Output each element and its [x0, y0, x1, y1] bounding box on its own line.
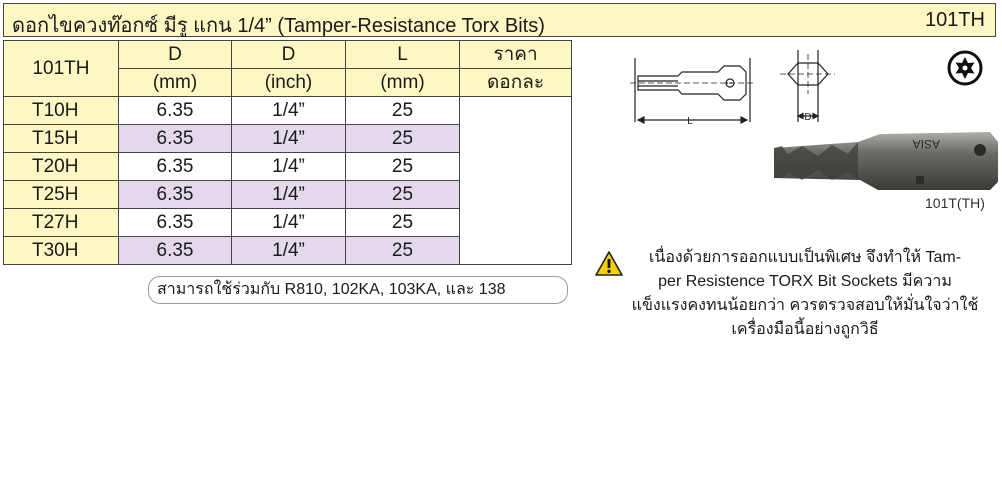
cell-model: T20H — [3, 152, 119, 181]
table-row: T27H 6.35 1/4” 25 — [3, 208, 572, 237]
warning-line: เครื่องมือนี้อย่างถูกวิธี — [731, 321, 879, 338]
spec-table: 101TH D D L ราคา (mm) (inch) (mm) ดอกละ … — [3, 40, 572, 265]
cell-d-mm: 6.35 — [118, 96, 232, 125]
torx-tamper-icon — [947, 50, 983, 86]
cell-model: T27H — [3, 208, 119, 237]
dimension-label-l: L — [687, 116, 693, 127]
cell-d-inch: 1/4” — [231, 236, 346, 265]
cell-d-inch: 1/4” — [231, 96, 346, 125]
cell-model: T15H — [3, 124, 119, 153]
dimension-label-d: D — [804, 112, 811, 123]
table-header-row-2: (mm) (inch) (mm) ดอกละ — [4, 68, 572, 97]
cell-l-mm: 25 — [345, 152, 460, 181]
table-row: T25H 6.35 1/4” 25 — [3, 180, 572, 209]
product-code: 101TH — [924, 9, 985, 31]
cell-d-mm: 6.35 — [118, 236, 232, 265]
bit-technical-drawing: L D — [630, 50, 983, 127]
table-row: T15H 6.35 1/4” 25 — [3, 124, 572, 153]
table-row: T20H 6.35 1/4” 25 — [3, 152, 572, 181]
column-unit-price: ดอกละ — [459, 68, 572, 97]
warning-icon — [595, 251, 623, 276]
cell-d-mm: 6.35 — [118, 152, 232, 181]
table-header-row-1: 101TH D D L ราคา — [3, 40, 572, 97]
cell-l-mm: 25 — [345, 124, 460, 153]
cell-l-mm: 25 — [345, 208, 460, 237]
table-row: T10H 6.35 1/4” 25 — [3, 96, 572, 265]
bit-end-view — [780, 50, 835, 122]
page-title: ดอกไขควงท๊อกซ์ มีรู แกน 1/4” (Tamper-Res… — [12, 15, 545, 37]
cell-model: T25H — [3, 180, 119, 209]
title-bar: ดอกไขควงท๊อกซ์ มีรู แกน 1/4” (Tamper-Res… — [3, 3, 996, 37]
column-header-d-inch: D — [231, 40, 346, 69]
photo-caption: 101T(TH) — [925, 195, 985, 211]
warning-line: per Resistence TORX Bit Sockets มีความ — [658, 273, 952, 290]
compatibility-note: สามารถใช้ร่วมกับ R810, 102KA, 103KA, และ… — [148, 276, 568, 304]
photo-brand-engraving: ASIA — [913, 137, 940, 151]
column-unit-l-mm: (mm) — [345, 68, 460, 97]
cell-d-inch: 1/4” — [231, 124, 346, 153]
cell-d-inch: 1/4” — [231, 208, 346, 237]
warning-line: แข็งแรงคงทนน้อยกว่า ควรตรวจสอบให้มั่นใจว… — [631, 297, 979, 314]
warning-line: เนื่องด้วยการออกแบบเป็นพิเศษ จึงทำให้ Ta… — [648, 249, 962, 266]
column-unit-d-mm: (mm) — [118, 68, 232, 97]
cell-l-mm: 25 — [345, 96, 460, 125]
column-header-price: ราคา — [459, 40, 572, 69]
cell-l-mm: 25 — [345, 236, 460, 265]
bit-side-view — [630, 58, 755, 124]
column-header-d-mm: D — [118, 40, 232, 69]
column-header-model: 101TH — [3, 40, 119, 97]
cell-d-inch: 1/4” — [231, 152, 346, 181]
cell-d-mm: 6.35 — [118, 208, 232, 237]
bit-photo: ASIA — [774, 132, 998, 190]
price-cell — [459, 96, 572, 265]
cell-d-mm: 6.35 — [118, 124, 232, 153]
cell-d-mm: 6.35 — [118, 180, 232, 209]
cell-model: T10H — [3, 96, 119, 125]
column-header-l-mm: L — [345, 40, 460, 69]
cell-l-mm: 25 — [345, 180, 460, 209]
cell-d-inch: 1/4” — [231, 180, 346, 209]
cell-model: T30H — [3, 236, 119, 265]
column-unit-d-inch: (inch) — [231, 68, 346, 97]
table-row: T30H 6.35 1/4” 25 — [3, 236, 572, 265]
warning-text: เนื่องด้วยการออกแบบเป็นพิเศษ จึงทำให้ Ta… — [620, 246, 990, 342]
